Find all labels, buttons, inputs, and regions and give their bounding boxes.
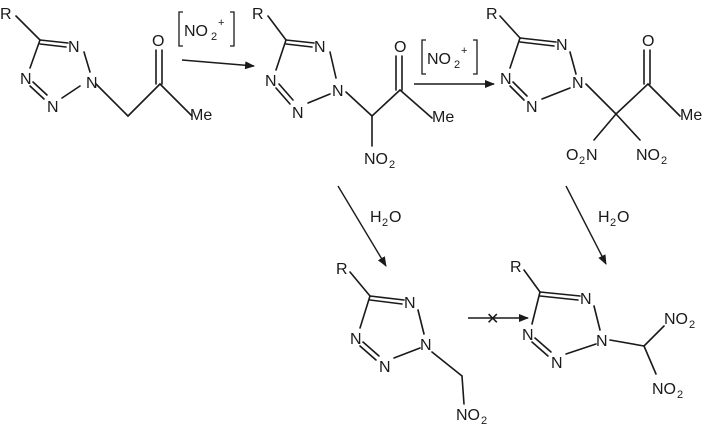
atom-no2: NO (652, 381, 676, 398)
atom-r: R (0, 6, 12, 23)
atom-n: N (500, 71, 512, 88)
atom-n: N (350, 331, 362, 348)
reagent-water-o: O (617, 209, 629, 226)
atom-no2: NO (456, 407, 480, 424)
atom-n: N (580, 291, 592, 308)
atom-no2: NO (664, 311, 688, 328)
atom-n: N (420, 337, 432, 354)
atom-n: N (265, 73, 277, 90)
sub-2: 2 (481, 415, 487, 427)
atom-n: N (47, 99, 59, 116)
atom-o: O (642, 33, 654, 50)
molecule-dinitro-ketone: R N N N N O Me O 2 N NO 2 (486, 6, 702, 167)
atom-no2: NO (364, 151, 388, 168)
reagent-water: H (370, 209, 382, 226)
atom-n: N (404, 295, 416, 312)
atom-me: Me (680, 107, 702, 124)
sub-2: 2 (389, 159, 395, 171)
atom-me: Me (190, 107, 212, 124)
atom-r: R (252, 6, 264, 23)
molecule-mononitro: R N N N N O Me NO 2 (252, 6, 454, 171)
sub-2: 2 (579, 155, 585, 167)
atom-n: N (332, 83, 344, 100)
atom-no2: NO (636, 147, 660, 164)
atom-o: O (152, 33, 164, 50)
reagent-sub: 2 (610, 217, 616, 229)
atom-n: N (522, 327, 534, 344)
sub-2: 2 (689, 319, 695, 331)
atom-o2n-o: O (566, 147, 578, 164)
reaction-arrow-1: NO 2 + (178, 11, 255, 70)
blocked-marker: ✕ (486, 311, 499, 328)
molecule-starting-material: R N N N N O Me (0, 6, 212, 124)
atom-n: N (68, 39, 80, 56)
atom-n: N (292, 105, 304, 122)
atom-n: N (572, 75, 584, 92)
atom-o: O (394, 39, 406, 56)
atom-r: R (336, 261, 348, 278)
reaction-arrow-2: NO 2 + (414, 39, 495, 88)
reagent-sup: + (218, 17, 224, 29)
atom-n: N (596, 333, 608, 350)
reagent-sup: + (461, 45, 467, 57)
reagent-sub: 2 (211, 31, 217, 43)
reagent-water: H (598, 209, 610, 226)
blocked-reaction-arrow: ✕ (468, 311, 529, 328)
atom-r: R (486, 6, 498, 23)
atom-n: N (314, 39, 326, 56)
atom-n: N (86, 75, 98, 92)
reagent-water-o: O (389, 209, 401, 226)
reaction-arrow-hydrolysis-2: H 2 O (565, 185, 629, 265)
atom-n: N (551, 355, 563, 372)
atom-r: R (510, 259, 522, 276)
reaction-arrow-hydrolysis-1: H 2 O (337, 185, 401, 267)
molecule-nitromethyl-tetrazole: R N N N N NO 2 (336, 261, 487, 427)
atom-n: N (20, 71, 32, 88)
reagent-nitronium: NO (427, 51, 451, 68)
atom-n: N (379, 359, 391, 376)
reagent-sub: 2 (454, 59, 460, 71)
molecule-dinitromethyl-tetrazole: R N N N N NO 2 NO 2 (510, 259, 695, 401)
sub-2: 2 (677, 389, 683, 401)
reagent-nitronium: NO (184, 23, 208, 40)
sub-2: 2 (661, 155, 667, 167)
atom-n: N (556, 37, 568, 54)
atom-me: Me (432, 109, 454, 126)
atom-n: N (526, 99, 538, 116)
atom-o2n-n: N (586, 147, 598, 164)
reagent-sub: 2 (382, 217, 388, 229)
